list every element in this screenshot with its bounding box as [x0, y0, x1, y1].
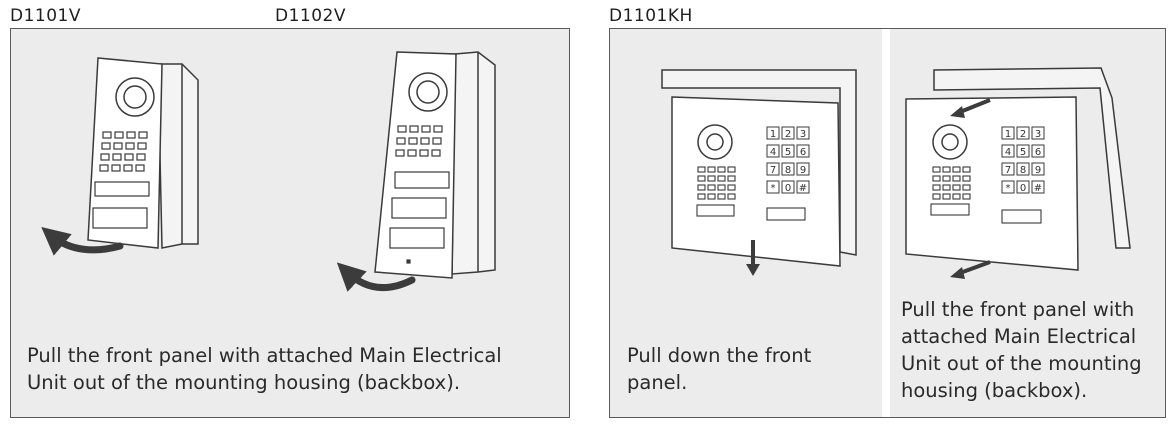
key-star: *: [1006, 183, 1011, 194]
key-1: 1: [1005, 129, 1011, 140]
pull-arrow-icon: [959, 98, 991, 114]
keypad-icon: [766, 126, 810, 194]
model-label-d1101v: D1101V: [7, 6, 84, 26]
key-4: 4: [770, 147, 776, 158]
key-5: 5: [785, 147, 791, 158]
key-3: 3: [800, 129, 806, 140]
key-1: 1: [770, 129, 776, 140]
right-panel-divider: [882, 29, 890, 417]
key-8: 8: [1020, 165, 1026, 176]
d1101v-device: [87, 57, 199, 249]
keypad-icon: [1001, 126, 1045, 194]
key-hash: #: [1034, 183, 1042, 194]
key-0: 0: [785, 183, 791, 194]
pull-arrow-icon: [41, 227, 124, 256]
pull-arrow-icon: [959, 260, 991, 275]
key-7: 7: [1005, 165, 1011, 176]
d1102v-device: [374, 51, 496, 279]
pull-arrow-icon: [336, 262, 416, 292]
key-7: 7: [770, 165, 776, 176]
key-4: 4: [1005, 147, 1011, 158]
caption-middle: Pull down the front panel.: [627, 344, 812, 394]
key-6: 6: [800, 147, 806, 158]
key-9: 9: [1035, 165, 1041, 176]
key-hash: #: [799, 183, 807, 194]
key-8: 8: [785, 165, 791, 176]
key-5: 5: [1020, 147, 1026, 158]
key-3: 3: [1035, 129, 1041, 140]
caption-left: Pull the front panel with attached Main …: [27, 344, 502, 394]
model-label-d1102v: D1102V: [272, 6, 349, 26]
key-6: 6: [1035, 147, 1041, 158]
key-star: *: [771, 183, 776, 194]
key-2: 2: [785, 129, 791, 140]
caption-right: Pull the front panel with attached Main …: [901, 298, 1142, 402]
model-label-d1101kh: D1101KH: [606, 6, 696, 26]
key-0: 0: [1020, 183, 1026, 194]
key-9: 9: [800, 165, 806, 176]
key-2: 2: [1020, 129, 1026, 140]
